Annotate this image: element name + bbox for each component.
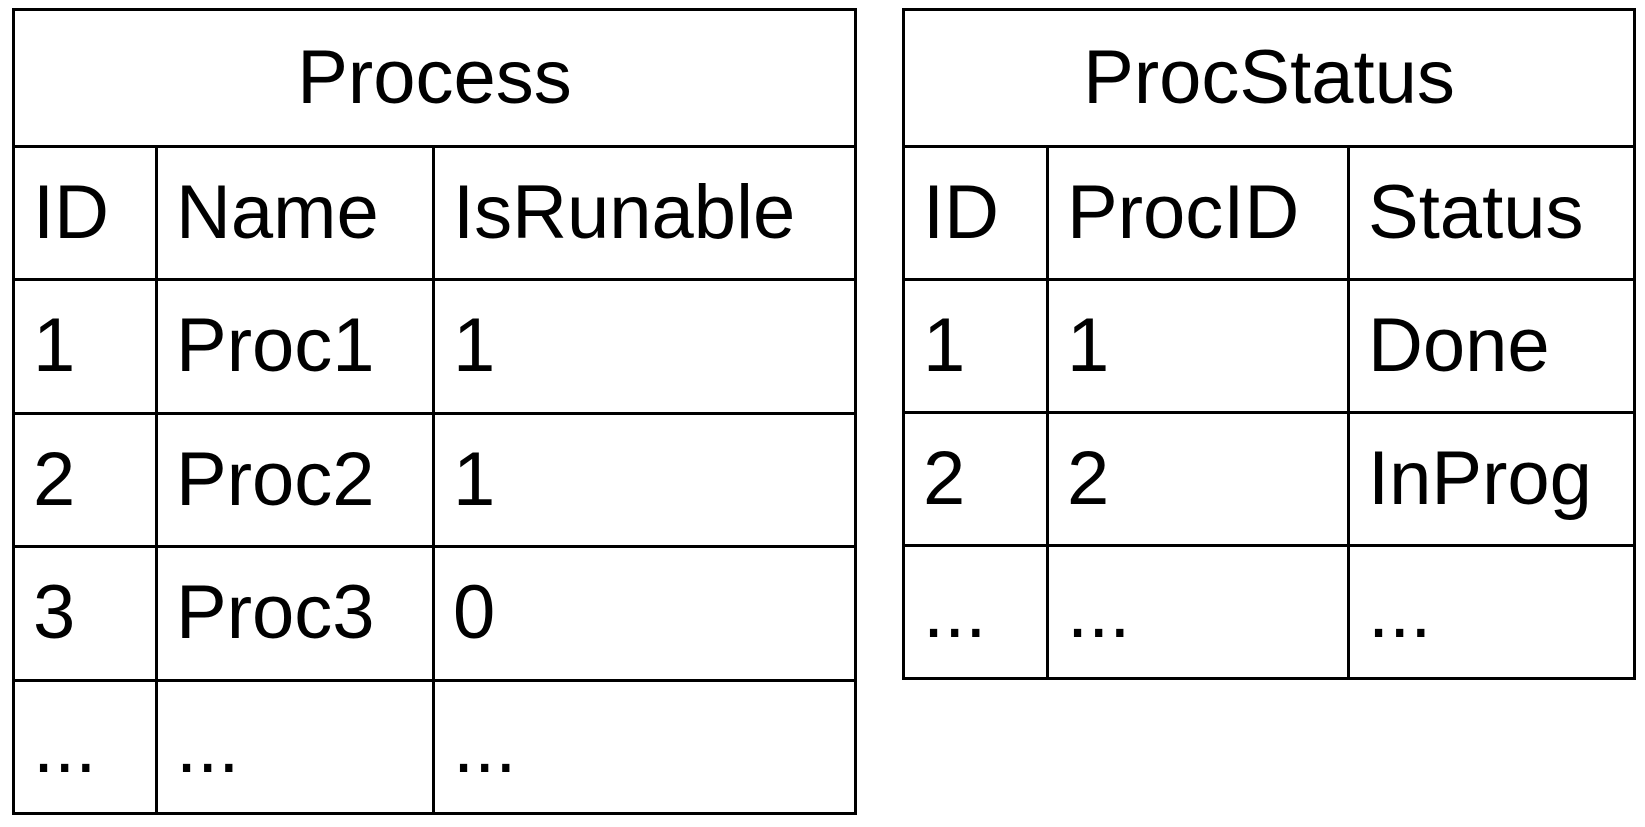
- process-table-header-row: ID Name IsRunable: [12, 145, 857, 281]
- table-cell: 1: [12, 278, 158, 415]
- table-cell: 2: [1046, 411, 1350, 547]
- table-cell: ...: [12, 678, 158, 815]
- table-cell: Done: [1347, 278, 1636, 414]
- column-header-procid: ProcID: [1046, 145, 1350, 281]
- table-row: 2 Proc2 1: [12, 411, 857, 548]
- procstatus-table-header-row: ID ProcID Status: [902, 145, 1636, 281]
- table-cell: ...: [1347, 544, 1636, 680]
- table-row-ellipsis: ... ... ...: [902, 544, 1636, 680]
- column-header-id: ID: [12, 145, 158, 281]
- table-cell: ...: [155, 678, 435, 815]
- table-cell: ...: [432, 678, 857, 815]
- table-cell: 3: [12, 545, 158, 682]
- procstatus-table-title-row: ProcStatus: [902, 8, 1636, 148]
- column-header-isrunable: IsRunable: [432, 145, 857, 281]
- column-header-name: Name: [155, 145, 435, 281]
- process-table-title-row: Process: [12, 8, 857, 148]
- table-row: 1 1 Done: [902, 278, 1636, 414]
- table-cell: 1: [1046, 278, 1350, 414]
- table-cell: Proc2: [155, 411, 435, 548]
- table-cell: 1: [432, 411, 857, 548]
- table-row: 3 Proc3 0: [12, 545, 857, 682]
- table-cell: 2: [12, 411, 158, 548]
- table-cell: ...: [902, 544, 1049, 680]
- table-cell: 2: [902, 411, 1049, 547]
- table-cell: Proc1: [155, 278, 435, 415]
- table-row: 1 Proc1 1: [12, 278, 857, 415]
- table-cell: 1: [432, 278, 857, 415]
- table-cell: 1: [902, 278, 1049, 414]
- procstatus-table: ProcStatus ID ProcID Status 1 1 Done 2 2…: [902, 8, 1636, 680]
- table-row-ellipsis: ... ... ...: [12, 678, 857, 815]
- table-cell: 0: [432, 545, 857, 682]
- procstatus-table-title: ProcStatus: [902, 8, 1636, 148]
- table-cell: InProg: [1347, 411, 1636, 547]
- table-cell: Proc3: [155, 545, 435, 682]
- column-header-id: ID: [902, 145, 1049, 281]
- table-cell: ...: [1046, 544, 1350, 680]
- process-table: Process ID Name IsRunable 1 Proc1 1 2 Pr…: [12, 8, 857, 815]
- column-header-status: Status: [1347, 145, 1636, 281]
- process-table-title: Process: [12, 8, 857, 148]
- table-row: 2 2 InProg: [902, 411, 1636, 547]
